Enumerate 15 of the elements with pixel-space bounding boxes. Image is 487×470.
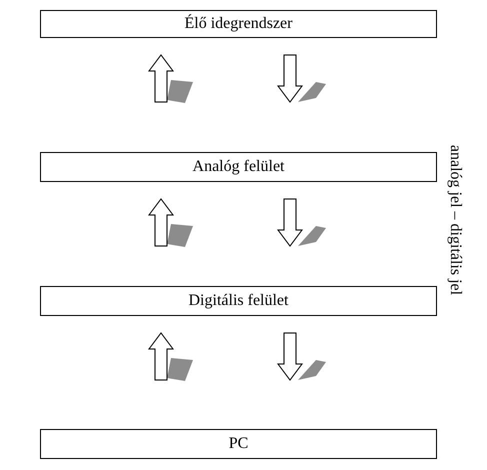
block-arrow	[277, 198, 326, 247]
block-arrow	[148, 332, 193, 381]
block-arrow	[277, 332, 326, 381]
box-label: Digitális felület	[188, 293, 288, 309]
process-box	[40, 429, 437, 459]
block-arrow	[277, 54, 326, 103]
process-box	[40, 286, 437, 316]
box-label: PC	[228, 436, 248, 452]
block-arrow	[148, 54, 193, 103]
process-box	[40, 10, 437, 38]
block-arrow	[148, 198, 193, 247]
box-label: Élő idegrendszer	[184, 16, 292, 32]
process-box	[40, 152, 437, 182]
box-label: Analóg felület	[192, 159, 284, 175]
side-label: analóg jel – digitális jel	[447, 144, 463, 296]
